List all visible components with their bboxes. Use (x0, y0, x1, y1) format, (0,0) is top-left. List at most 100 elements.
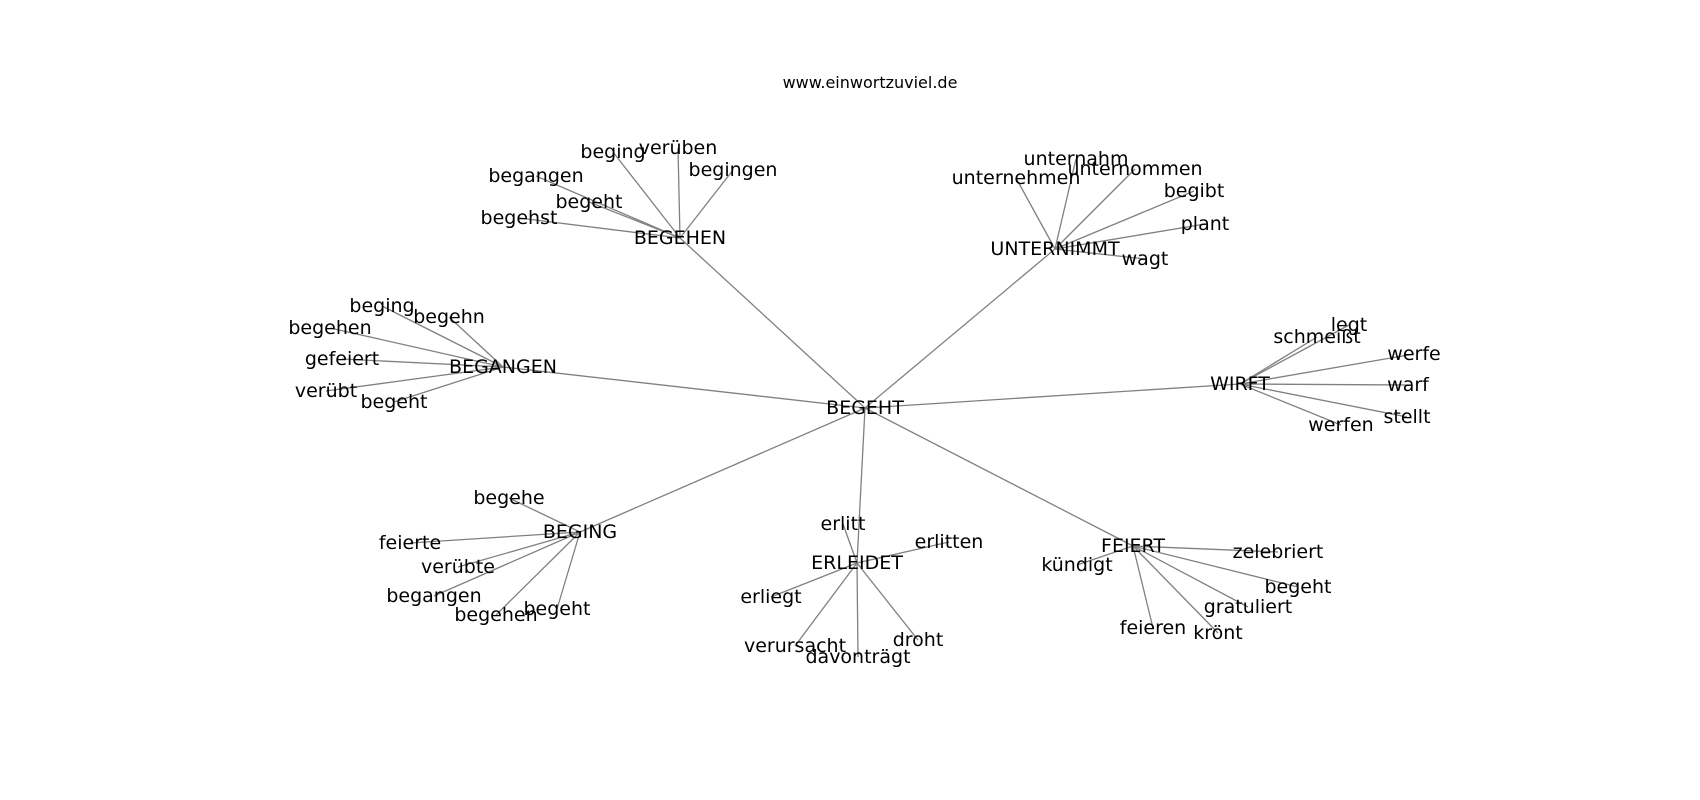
edge-hub-unternimmt-word-3 (1054, 190, 1195, 250)
edge-hub-wirft-word-3 (1239, 383, 1409, 386)
hub-feiert-word-label: krönt (1193, 622, 1243, 644)
edge-hub-unternimmt-word-0 (1054, 158, 1077, 250)
edge-root-hub-erleidet (856, 407, 866, 564)
edge-hub-erleidet-word-2 (770, 562, 858, 598)
edge-hub-feiert-word-2 (1132, 545, 1299, 588)
hub-erleidet-word-label: davonträgt (805, 646, 910, 668)
hub-beging-word-label: verübte (421, 556, 495, 578)
edge-hub-unternimmt-word-4 (1054, 223, 1206, 250)
hub-wirft-word-label: schmeißt (1273, 326, 1360, 348)
edge-hub-feiert-word-1 (1076, 545, 1134, 566)
edge-hub-feiert-word-3 (1132, 545, 1249, 608)
hub-feiert-word-label: gratuliert (1204, 596, 1293, 618)
root-node-label: BEGEHT (826, 397, 904, 419)
hub-begehen-word-label: begehst (481, 207, 558, 229)
hub-begangen-word-label: gefeiert (305, 348, 379, 370)
edge-hub-erleidet-word-4 (856, 562, 859, 658)
edge-root-hub-unternimmt (864, 248, 1056, 409)
hub-begangen-word-label: beging (349, 295, 414, 317)
hub-begehen-word-label: verüben (639, 137, 718, 159)
hub-feiert-word-label: zelebriert (1233, 541, 1324, 563)
edge-layer (325, 147, 1415, 658)
hub-erleidet-word-label: erlitt (821, 513, 866, 535)
hub-feiert-word-label: feieren (1120, 617, 1186, 639)
edge-hub-begehen-word-3 (535, 175, 681, 239)
edge-hub-beging-word-1 (409, 531, 581, 544)
hub-wirft-word-label: stellt (1383, 406, 1430, 428)
edge-hub-begangen-word-4 (325, 366, 504, 392)
edge-hub-begehen-word-2 (679, 169, 734, 239)
hub-unternimmt-word-label: unternommen (1067, 158, 1202, 180)
hub-erleidet-word-label: droht (893, 629, 944, 651)
edge-hub-beging-word-3 (433, 531, 581, 597)
hub-beging-word-label: begehen (454, 604, 537, 626)
edge-hub-begangen-word-5 (393, 366, 504, 403)
edge-hub-feiert-word-5 (1132, 545, 1219, 634)
edge-root-hub-begangen (502, 366, 866, 409)
hub-erleidet-label: ERLEIDET (811, 552, 903, 574)
hub-unternimmt-word-label: plant (1181, 213, 1229, 235)
hub-begehen-word-label: beging (580, 141, 645, 163)
hub-begangen-word-label: begehen (288, 317, 371, 339)
edge-hub-begehen-word-5 (518, 217, 681, 239)
edge-root-hub-beging (579, 407, 866, 533)
edge-hub-begehen-word-4 (588, 201, 681, 239)
edge-hub-begangen-word-0 (381, 305, 504, 368)
edge-hub-unternimmt-word-2 (1015, 177, 1056, 250)
hub-erleidet-word-label: erliegt (740, 586, 801, 608)
hub-unternimmt-word-label: unternehmen (952, 167, 1081, 189)
edge-root-hub-begehen (679, 237, 866, 409)
hub-begehen-word-label: begangen (488, 165, 583, 187)
hub-wirft-word-label: warf (1387, 374, 1430, 396)
hub-wirft-word-label: werfen (1308, 414, 1373, 436)
edge-hub-beging-word-5 (556, 531, 581, 610)
hub-feiert-word-label: begeht (1265, 576, 1332, 598)
hub-unternimmt-word-label: wagt (1122, 248, 1169, 270)
hub-erleidet-word-label: erlitten (915, 531, 984, 553)
edge-hub-begangen-word-3 (341, 358, 504, 368)
hub-wirft-word-label: legt (1331, 314, 1367, 336)
edge-hub-erleidet-word-3 (794, 562, 858, 647)
label-layer: BEGEHTBEGEHENbegingverübenbegingenbegang… (288, 137, 1440, 668)
edge-hub-beging-word-2 (457, 531, 581, 568)
edge-hub-erleidet-word-1 (856, 541, 950, 564)
edge-hub-feiert-word-0 (1132, 545, 1279, 553)
hub-beging-word-label: feierte (379, 532, 441, 554)
hub-begehen-word-label: begingen (689, 159, 778, 181)
site-label: www.einwortzuviel.de (783, 73, 958, 92)
hub-begehen-label: BEGEHEN (634, 227, 726, 249)
edge-hub-begangen-word-2 (329, 327, 504, 368)
hub-beging-word-label: begangen (386, 585, 481, 607)
edge-hub-begangen-word-1 (448, 316, 504, 368)
edge-root-hub-wirft (864, 383, 1241, 409)
hub-begehen-word-label: begeht (556, 191, 623, 213)
hub-beging-word-label: begeht (524, 598, 591, 620)
hub-begangen-word-label: begehn (413, 306, 485, 328)
edge-hub-erleidet-word-0 (842, 523, 858, 564)
edge-hub-wirft-word-2 (1239, 353, 1415, 385)
hub-feiert-word-label: kündigt (1041, 554, 1112, 576)
edge-hub-beging-word-0 (508, 497, 581, 533)
edge-hub-beging-word-4 (495, 531, 581, 616)
hub-begangen-word-label: begeht (361, 391, 428, 413)
edge-hub-begehen-word-0 (612, 151, 681, 239)
hub-unternimmt-word-label: unternahm (1024, 148, 1129, 170)
hub-unternimmt-word-label: begibt (1164, 180, 1225, 202)
edge-hub-wirft-word-1 (1239, 336, 1318, 385)
edge-hub-wirft-word-4 (1239, 383, 1408, 418)
edge-hub-erleidet-word-5 (856, 562, 919, 641)
edge-root-hub-feiert (864, 407, 1134, 547)
edge-hub-unternimmt-word-5 (1054, 248, 1146, 260)
edge-hub-wirft-word-0 (1239, 324, 1350, 385)
edge-hub-begehen-word-1 (677, 147, 681, 239)
edge-hub-wirft-word-5 (1239, 383, 1342, 426)
hub-wirft-word-label: werfe (1387, 343, 1440, 365)
hub-wirft-label: WIRFT (1210, 373, 1270, 395)
hub-begangen-word-label: verübt (295, 380, 357, 402)
hub-begangen-label: BEGANGEN (449, 356, 557, 378)
hub-feiert-label: FEIERT (1101, 535, 1165, 557)
edge-hub-unternimmt-word-1 (1054, 168, 1136, 250)
hub-beging-word-label: begehe (473, 487, 544, 509)
edge-hub-feiert-word-4 (1132, 545, 1154, 629)
